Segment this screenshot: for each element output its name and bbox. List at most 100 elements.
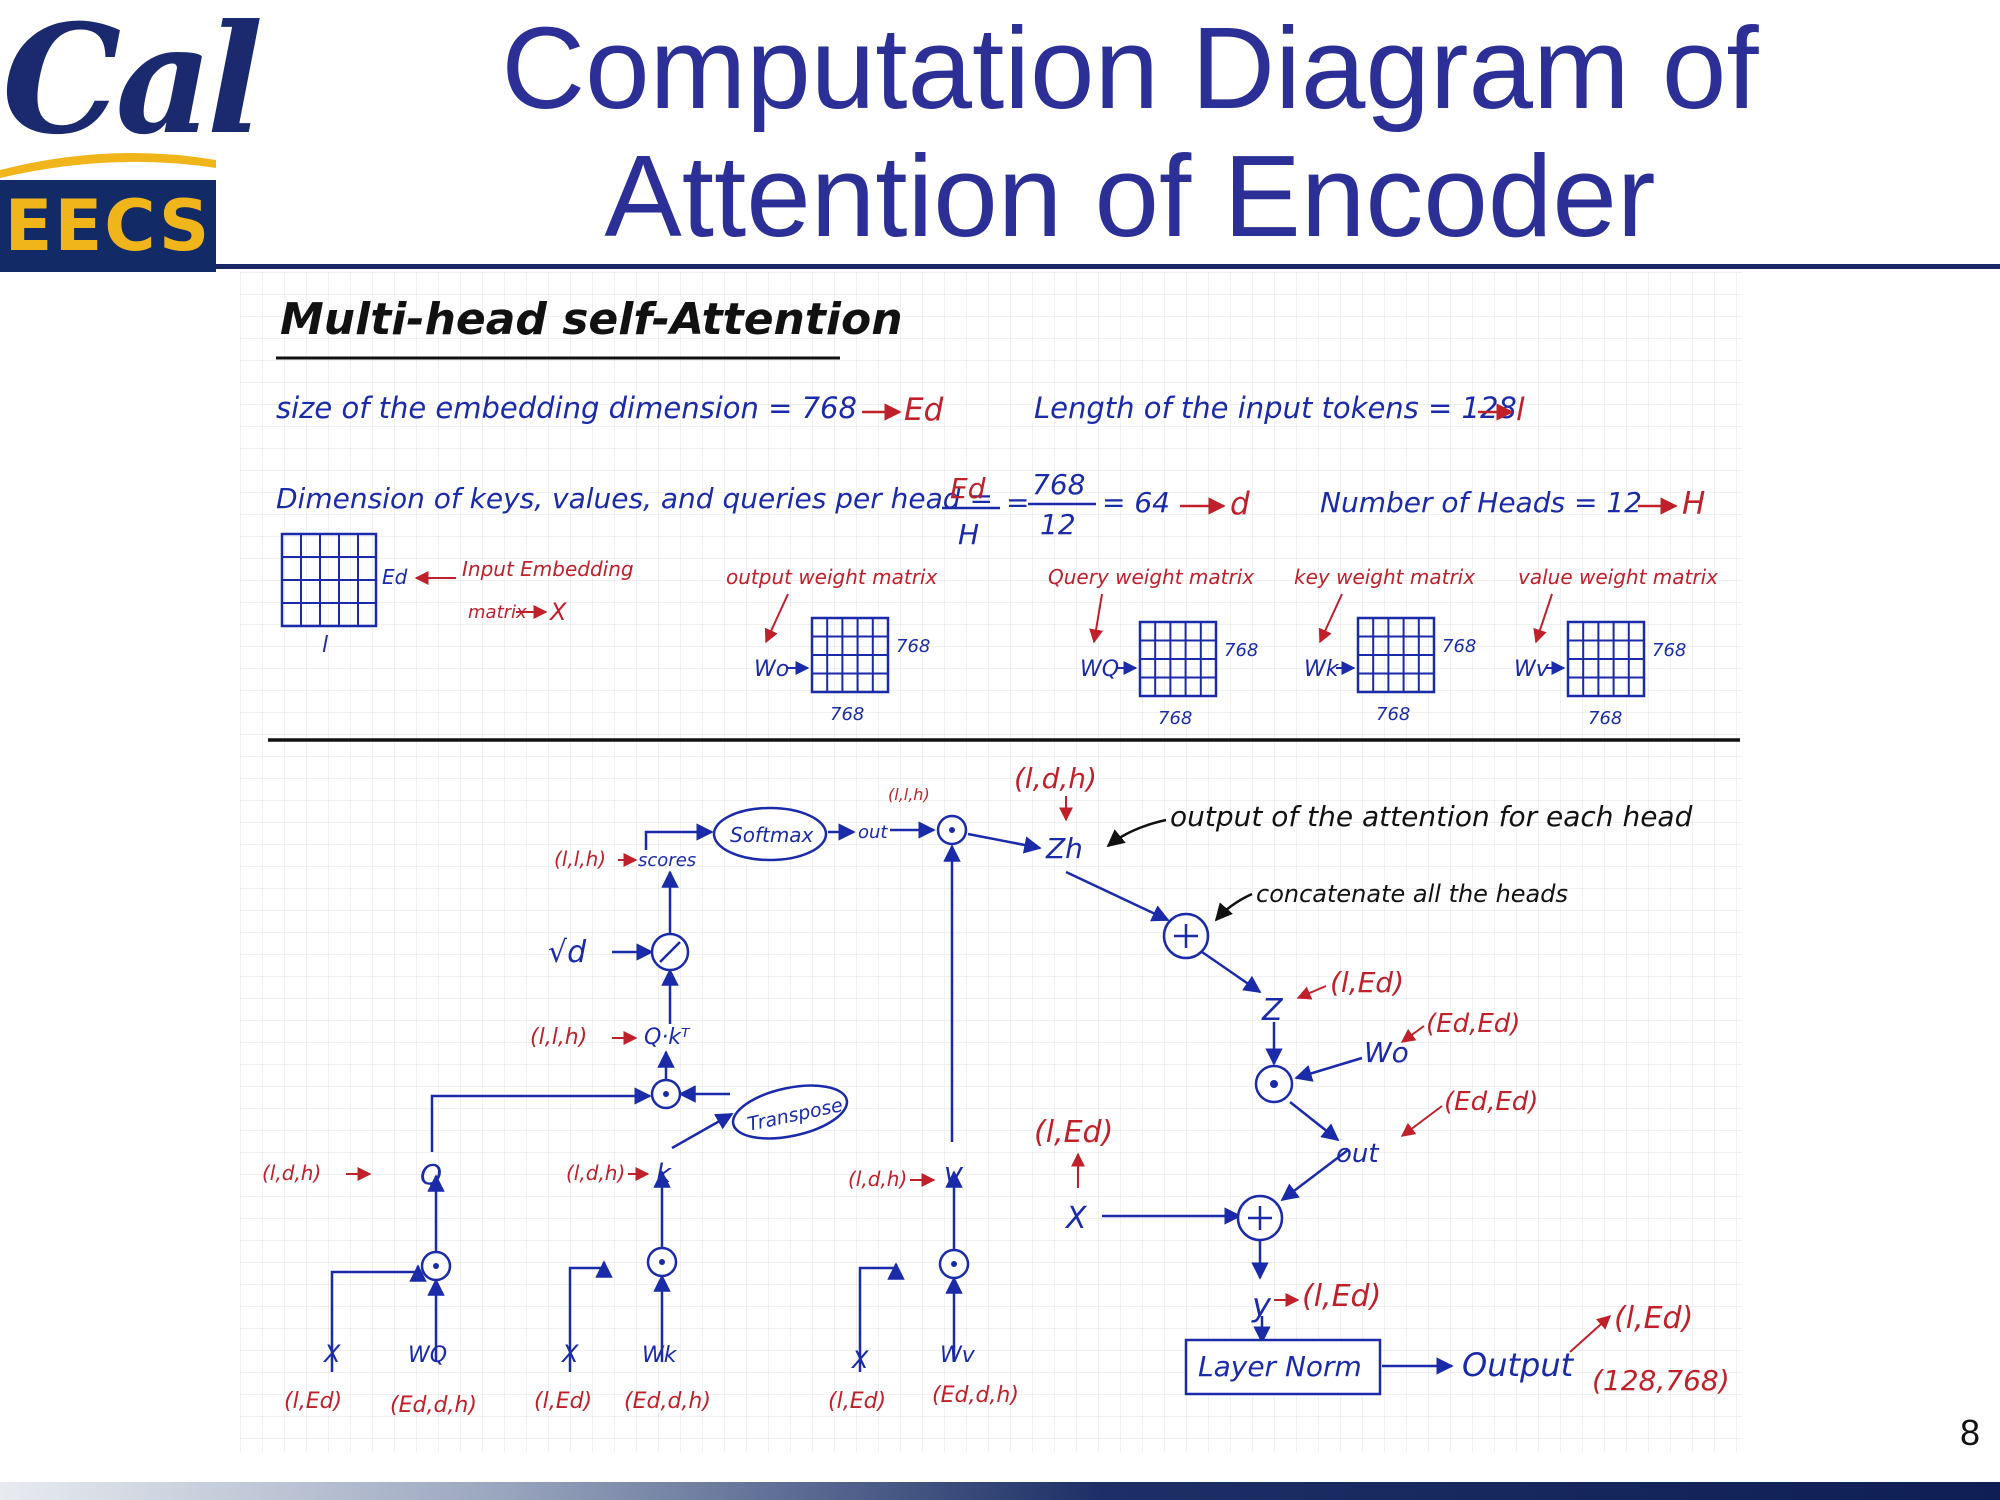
x-dim-k: (l,Ed): [534, 1389, 592, 1414]
graph-connectors: [330, 821, 1454, 1375]
cal-logo-text: Cal: [2, 0, 264, 168]
input-matrix-bottom-label: l: [322, 633, 328, 658]
output-dim-arrow: [1569, 1315, 1612, 1353]
wq-matrix-caption: Query weight matrix: [1048, 565, 1254, 589]
y-node: y: [1251, 1286, 1272, 1324]
zh-note-arrow: [1106, 818, 1167, 848]
h-symbol: H: [1682, 486, 1705, 522]
concat-plus-node: [1162, 912, 1210, 960]
softmax-node: [712, 806, 828, 862]
x-input-k: X: [560, 1340, 579, 1368]
out2-dim-arrow: [1400, 1105, 1443, 1137]
q-node: Q: [420, 1158, 442, 1191]
frac1-denominator: H: [958, 518, 979, 551]
zh-note: output of the attention for each head: [1170, 800, 1693, 833]
x2-dim: (l,Ed): [1034, 1115, 1113, 1150]
page-number: 8: [1960, 1412, 1981, 1453]
input-matrix-label2: matrix: [468, 602, 527, 623]
heads-text: Number of Heads = 12: [1320, 486, 1642, 519]
wk-input: Wk: [642, 1343, 678, 1368]
wo-matrix-bottom-label: 768: [830, 704, 864, 725]
qk-node: Q·kᵀ: [644, 1025, 691, 1050]
grid-paper: [240, 272, 1742, 1452]
dot-node-output: [1254, 1064, 1294, 1104]
eecs-logo-text: EECS: [0, 180, 216, 272]
residual-plus-node: [1236, 1194, 1284, 1242]
diagram-sheet: Multi-head self-Attention size of the em…: [240, 272, 1742, 1452]
q-dim: (l,d,h): [262, 1161, 321, 1185]
wo-matrix-right-label: 768: [896, 636, 930, 657]
out2-node: out: [1336, 1139, 1379, 1169]
scores-label: scores: [638, 850, 696, 871]
input-matrix-label: Input Embedding: [462, 557, 634, 581]
out1-label: out: [858, 822, 888, 843]
title-underline: [216, 264, 2000, 269]
dot-node-k: [646, 1246, 678, 1278]
y-dim: (l,Ed): [1302, 1279, 1381, 1314]
input-matrix-symbol: X: [548, 598, 567, 626]
z-dim: (l,Ed): [1330, 966, 1404, 999]
zh-dim: (l,d,h): [1014, 762, 1097, 795]
wq-weight-matrix: [1138, 620, 1218, 698]
slide-title: Computation Diagram of Attention of Enco…: [300, 4, 1960, 260]
softmax-label: Softmax: [730, 823, 814, 847]
frac2-denominator: 12: [1040, 508, 1076, 541]
embed-symbol: Ed: [904, 392, 944, 428]
zh-node: Zh: [1045, 832, 1083, 865]
embed-dimension-text: size of the embedding dimension = 768: [276, 391, 857, 425]
x-input-q: X: [322, 1340, 341, 1368]
v-dim: (l,d,h): [848, 1167, 907, 1191]
dot-node-q: [420, 1250, 452, 1282]
concat-note-arrow: [1214, 892, 1253, 922]
wq-matrix-bottom-label: 768: [1158, 708, 1192, 729]
dimension-per-head-text: Dimension of keys, values, and queries p…: [276, 482, 993, 515]
z-node: Z: [1261, 993, 1284, 1028]
wv-matrix-caption: value weight matrix: [1518, 565, 1718, 589]
wv-matrix-bottom-label: 768: [1588, 708, 1622, 729]
wq-matrix-right-label: 768: [1224, 640, 1258, 661]
wq-input: WQ: [408, 1343, 447, 1368]
x-dim-q: (l,Ed): [284, 1389, 342, 1414]
k-node: k: [656, 1159, 672, 1189]
wk-weight-matrix: [1356, 616, 1436, 694]
dot-node-attention: [936, 814, 968, 846]
layer-norm-box: [1184, 1338, 1382, 1396]
input-embedding-matrix: [280, 532, 378, 628]
dot-node-v: [938, 1248, 970, 1280]
logo-swoosh-icon: [0, 152, 216, 178]
wq-dim: (Ed,d,h): [390, 1393, 477, 1418]
scores-dim: (l,l,h): [554, 847, 606, 871]
equals-64: = 64: [1102, 486, 1170, 519]
output-dim2: (128,768): [1592, 1364, 1730, 1397]
wv-dim: (Ed,d,h): [932, 1383, 1019, 1408]
wo-dim: (Ed,Ed): [1426, 1009, 1520, 1039]
wk-dim: (Ed,d,h): [624, 1389, 711, 1414]
wv-matrix-name: Wv: [1514, 657, 1550, 682]
wo-matrix-name: Wo: [754, 657, 789, 682]
x-dim-v: (l,Ed): [828, 1389, 886, 1414]
wk-matrix-bottom-label: 768: [1376, 704, 1410, 725]
wk-matrix-name: Wk: [1304, 657, 1340, 682]
out1-dim: (l,l,h): [888, 785, 930, 804]
wk-matrix-caption: key weight matrix: [1294, 565, 1475, 589]
cal-eecs-logo: Cal EECS: [0, 0, 264, 272]
transpose-node: [731, 1084, 849, 1140]
wv-caption-arrow: [1533, 593, 1553, 644]
wo-matrix-caption: output weight matrix: [726, 565, 937, 589]
concat-note: concatenate all the heads: [1256, 880, 1568, 908]
dot-node-qk: [650, 1078, 682, 1110]
diagram-heading: Multi-head self-Attention: [280, 294, 903, 345]
wv-input: Wv: [940, 1343, 976, 1368]
k-dim: (l,d,h): [566, 1161, 625, 1185]
footer-bar: [0, 1482, 2000, 1500]
wq-matrix-name: WQ: [1080, 657, 1119, 682]
layer-norm-label: Layer Norm: [1198, 1350, 1362, 1383]
wo-dim-arrow: [1400, 1025, 1425, 1043]
output-label: Output: [1462, 1346, 1575, 1384]
length-symbol: l: [1516, 392, 1525, 428]
x2-node: X: [1064, 1201, 1088, 1236]
wk-caption-arrow: [1318, 593, 1343, 644]
x-input-v: X: [850, 1346, 869, 1374]
d-symbol: d: [1230, 486, 1250, 522]
z-dim-arrow: [1296, 985, 1327, 1000]
